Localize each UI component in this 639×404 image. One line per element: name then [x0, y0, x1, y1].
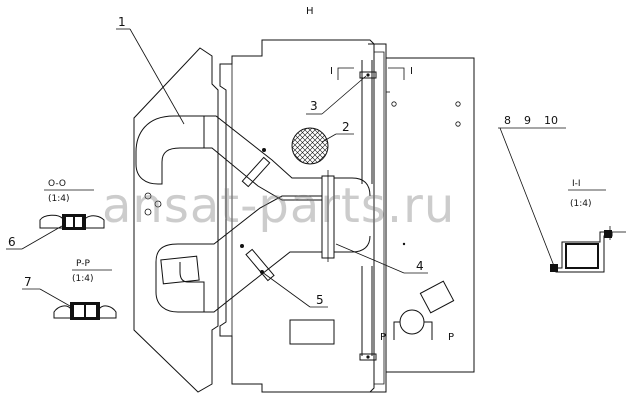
detail-o-o: O-O (1:4) 6	[6, 179, 105, 250]
detail-p-scale: (1:4)	[72, 274, 94, 284]
detail-p-title: P-P	[76, 259, 90, 269]
detail-i-title: I-I	[572, 179, 581, 189]
svg-text:2: 2	[342, 120, 350, 134]
section-p-right: P	[448, 332, 454, 343]
housing-outline	[133, 39, 475, 393]
view-label: H	[306, 6, 314, 17]
callout-3: 3	[306, 75, 367, 115]
svg-text:3: 3	[310, 99, 318, 113]
callout-1: 1	[116, 15, 185, 125]
svg-text:5: 5	[316, 293, 324, 307]
clamp-upper	[241, 148, 271, 188]
callout-5: 5	[261, 271, 328, 308]
detail-i-scale: (1:4)	[570, 199, 592, 209]
detail-i-i: 8 9 10 I-I (1:4)	[498, 114, 626, 273]
section-p-left: P	[380, 332, 386, 343]
detail-p-p: P-P (1:4) 7	[22, 259, 117, 320]
callout-4: 4	[335, 243, 428, 274]
filter-element	[291, 127, 329, 165]
clamp-bottom	[359, 353, 377, 361]
callout-7: 7	[24, 275, 32, 289]
section-mark-i: I I	[330, 66, 413, 80]
section-mark-p: P P	[380, 332, 454, 343]
callout-8: 8	[504, 114, 511, 127]
detail-o-scale: (1:4)	[48, 194, 70, 204]
callout-9: 9	[524, 114, 531, 127]
section-i-left: I	[330, 66, 333, 77]
callout-10: 10	[544, 114, 558, 127]
callout-6: 6	[8, 235, 16, 249]
watermark: ansat-parts.ru	[102, 178, 455, 234]
svg-text:1: 1	[118, 15, 126, 29]
detail-o-title: O-O	[48, 179, 66, 189]
section-i-right: I	[410, 66, 413, 77]
housing-details	[144, 101, 461, 345]
clamp-lower	[240, 244, 275, 282]
svg-text:4: 4	[416, 259, 424, 273]
callout-2: 2	[321, 120, 354, 143]
clamp-top	[359, 71, 377, 79]
